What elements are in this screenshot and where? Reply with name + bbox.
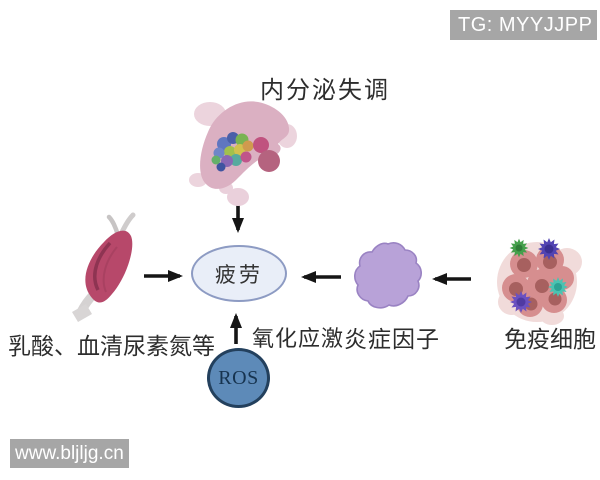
muscle-icon [72, 212, 136, 322]
oxidative-stress-label: 氧化应激 [252, 326, 345, 351]
telegram-watermark: TG: MYYJJPP [450, 10, 597, 40]
ros-node: ROS [207, 348, 270, 408]
metabolites-label: 乳酸、血清尿素氮等 [8, 334, 215, 359]
website-watermark: www.bljljg.cn [10, 439, 129, 468]
fatigue-node: 疲劳 [191, 245, 287, 302]
immune-cells-label: 免疫细胞 [504, 327, 596, 352]
immune-cells-icon [497, 238, 582, 325]
inflammatory-label: 炎症因子 [344, 327, 440, 352]
endocrine-label: 内分泌失调 [260, 78, 390, 104]
pituitary-gland-icon [189, 101, 297, 206]
ros-label: ROS [218, 366, 259, 389]
inflammatory-cell-icon [354, 242, 422, 309]
fatigue-label: 疲劳 [215, 262, 263, 287]
